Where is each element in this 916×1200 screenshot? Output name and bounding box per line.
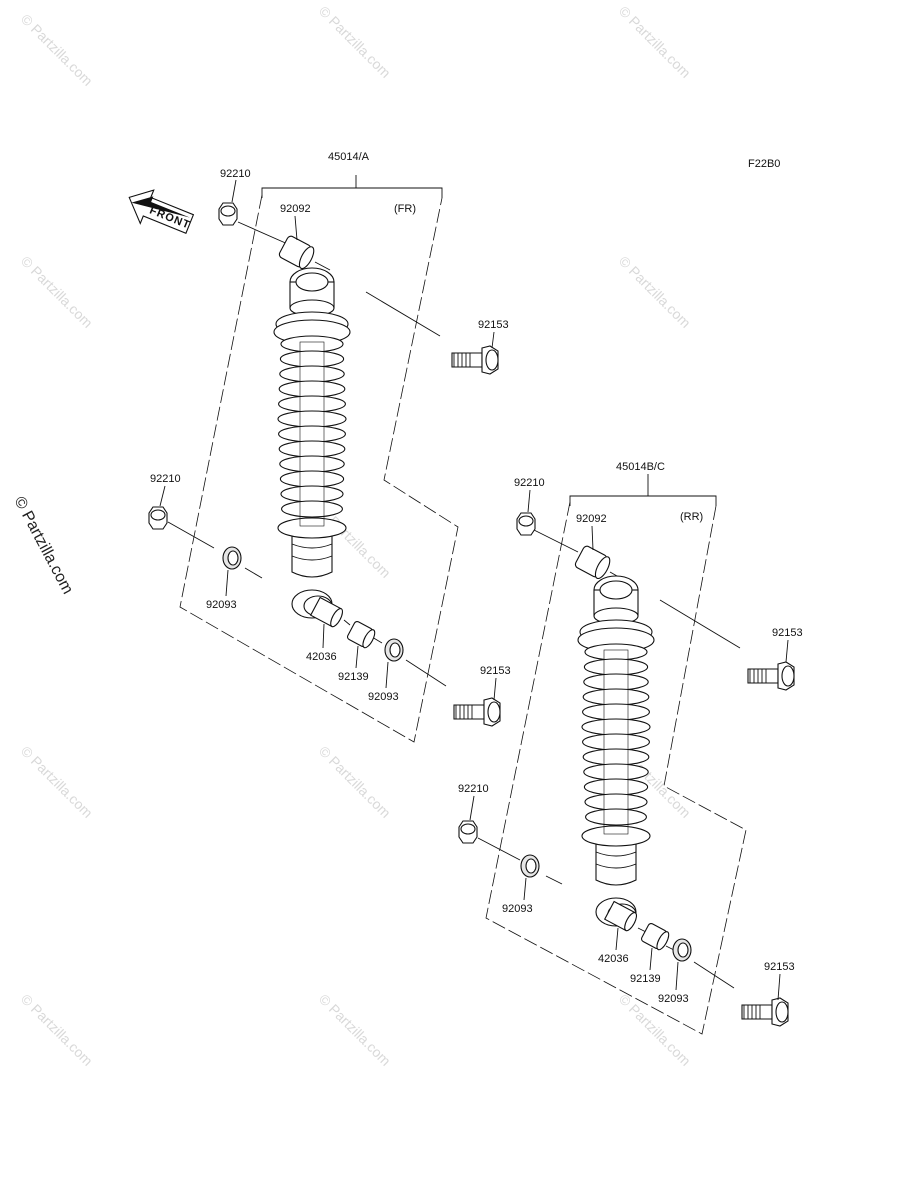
front-lower-seal-left-number: 92093 [206, 599, 237, 611]
rear-bushing-icon [640, 922, 670, 951]
spring-coil [583, 778, 649, 796]
spring-coil [584, 793, 648, 811]
front-lower-bolt-number: 92153 [480, 665, 511, 677]
front-sleeve-number: 42036 [306, 651, 337, 663]
spring-coil [281, 500, 343, 518]
spring-coil [280, 485, 344, 503]
spring-coil [279, 365, 345, 383]
spring-coil [584, 643, 648, 661]
watermark-text: © Partzilla.com [316, 743, 394, 821]
spring-coil [280, 335, 344, 353]
front-bushing-number: 92139 [338, 671, 369, 683]
front-position-label: (FR) [394, 203, 416, 215]
spring-coil [582, 733, 650, 751]
spring-coil [278, 395, 346, 413]
rear-top-collar-icon [574, 545, 611, 580]
rear-top-bolt-icon [747, 661, 795, 691]
damper-rod [299, 341, 325, 527]
front-lower-nut-icon [148, 506, 168, 530]
diagram-code: F22B0 [748, 158, 780, 170]
watermark-text: © Partzilla.com [616, 3, 694, 81]
rear-lower-bolt-number: 92153 [764, 961, 795, 973]
spring-coil [277, 410, 347, 428]
spring-coil [278, 425, 346, 443]
rear-top-bolt-number: 92153 [772, 627, 803, 639]
spring-coil [583, 658, 649, 676]
rear-lower-nut-icon [458, 820, 478, 844]
spring-coil [582, 688, 650, 706]
spring-coil [581, 718, 651, 736]
rear-top-nut-number: 92210 [514, 477, 545, 489]
front-top-bolt-number: 92153 [478, 319, 509, 331]
rear-lower-bolt-icon [741, 997, 789, 1027]
spring-coil [279, 455, 345, 473]
rear-sleeve-icon [603, 900, 638, 932]
front-top-nut-icon [218, 202, 238, 226]
front-top-bolt-icon [451, 345, 499, 375]
watermark-text: © Partzilla.com [316, 991, 394, 1069]
rear-top-collar-number: 92092 [576, 513, 607, 525]
front-top-collar-number: 92092 [280, 203, 311, 215]
watermark-text: © Partzilla.com [18, 253, 96, 331]
front-direction-arrow: FRONT [128, 189, 195, 234]
rear-lower-nut-number: 92210 [458, 783, 489, 795]
watermark-text: © Partzilla.com [18, 11, 96, 89]
front-lower-bolt-icon [453, 697, 501, 727]
rear-shock-assembly: 45014B/C (RR) 92210 92092 92 [458, 461, 803, 1035]
rear-lower-seal-left-number: 92093 [502, 903, 533, 915]
front-lower-seal-right-icon [384, 638, 404, 662]
rear-bushing-number: 92139 [630, 973, 661, 985]
rear-lower-seal-right-icon [672, 938, 692, 962]
rear-position-label: (RR) [680, 511, 703, 523]
spring-coil [279, 350, 345, 368]
spring-coil [278, 380, 346, 398]
rear-lower-seal-right-number: 92093 [658, 993, 689, 1005]
rear-sleeve-number: 42036 [598, 953, 629, 965]
front-lower-seal-left-icon [222, 546, 242, 570]
spring-coil [582, 703, 650, 721]
spring-coil [582, 748, 650, 766]
front-sleeve-icon [309, 596, 344, 628]
front-lower-nut-number: 92210 [150, 473, 181, 485]
front-bushing-icon [346, 620, 376, 649]
damper-rod [603, 649, 629, 835]
front-assembly-number: 45014/A [328, 151, 370, 163]
rear-assembly-number: 45014B/C [616, 461, 665, 473]
watermark-text: © Partzilla.com [18, 991, 96, 1069]
front-shock-assembly: 45014/A (FR) 92210 [148, 151, 511, 743]
watermark-text: © Partzilla.com [616, 253, 694, 331]
side-watermark: © Partzilla.com [10, 494, 76, 597]
spring-coil [583, 763, 649, 781]
spring-coil [278, 440, 346, 458]
front-top-nut-number: 92210 [220, 168, 251, 180]
rear-top-nut-icon [516, 512, 536, 536]
spring-coil [279, 470, 345, 488]
watermark-text: © Partzilla.com [316, 3, 394, 81]
front-top-collar-icon [278, 235, 315, 270]
spring-coil [585, 808, 647, 826]
watermark-text: © Partzilla.com [18, 743, 96, 821]
spring-coil [583, 673, 649, 691]
front-lower-seal-right-number: 92093 [368, 691, 399, 703]
rear-lower-seal-left-icon [520, 854, 540, 878]
